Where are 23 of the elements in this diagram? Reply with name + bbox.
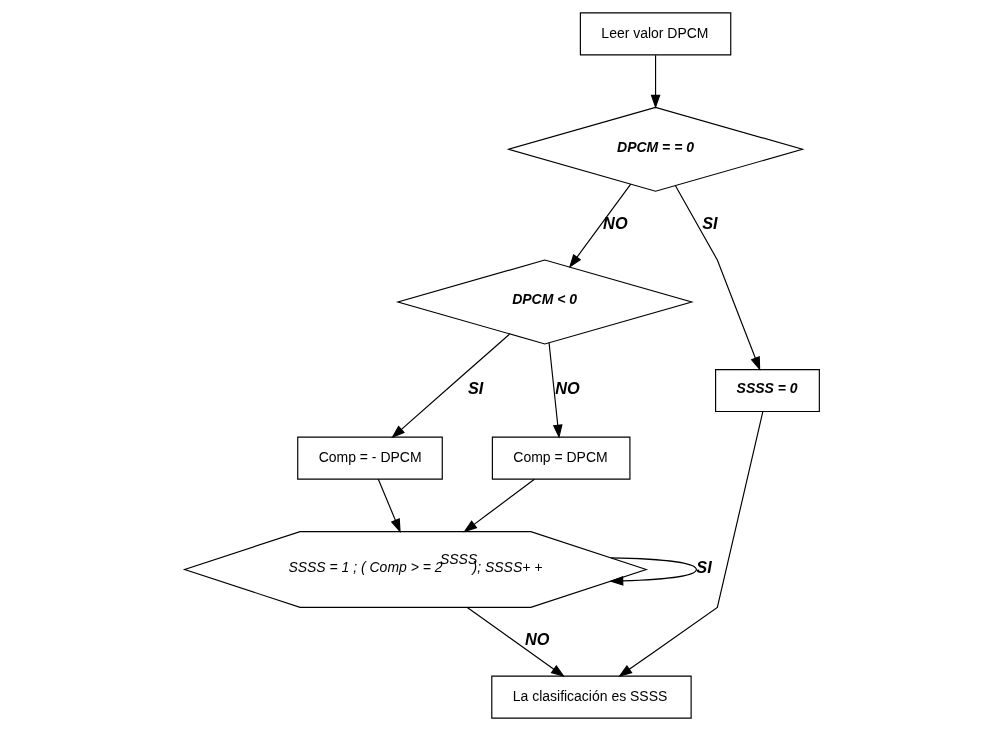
edge-label: SI bbox=[701, 213, 718, 232]
arrow bbox=[390, 333, 510, 439]
edge-label: SI bbox=[467, 378, 483, 397]
node-box: Comp = - DPCM bbox=[296, 436, 443, 480]
arrow bbox=[617, 411, 763, 678]
arrow bbox=[568, 183, 631, 269]
node-diamond: DPCM < 0 bbox=[395, 259, 694, 345]
node-box: La clasificación es SSSS bbox=[490, 675, 692, 719]
node-box: Comp = DPCM bbox=[491, 436, 630, 480]
node-box: SSSS = 0 bbox=[714, 369, 820, 413]
arrow bbox=[377, 478, 401, 533]
arrow bbox=[674, 185, 760, 371]
edge-label: NO bbox=[602, 213, 628, 232]
edge-label: SI bbox=[695, 557, 712, 576]
edge-label: NO bbox=[554, 378, 580, 397]
arrow bbox=[547, 342, 563, 439]
arrow bbox=[650, 54, 660, 109]
arrow bbox=[608, 557, 697, 586]
node-box: Leer valor DPCM bbox=[579, 12, 731, 56]
node-diamond: DPCM = = 0 bbox=[506, 106, 805, 192]
arrow bbox=[466, 606, 565, 677]
arrow bbox=[462, 478, 535, 533]
edge-label: NO bbox=[524, 629, 549, 648]
